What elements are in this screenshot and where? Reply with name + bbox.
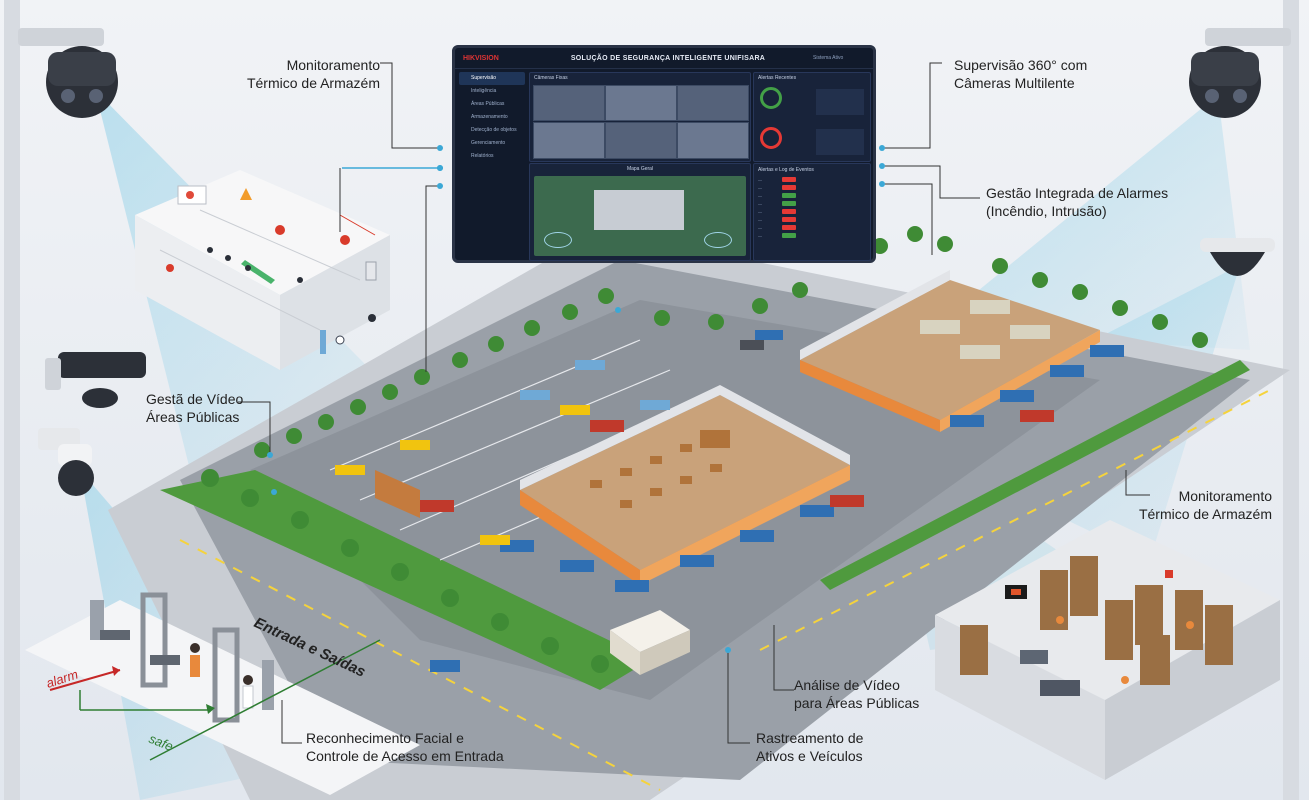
- site-map-panel: Mapa Geral: [529, 163, 751, 261]
- guard-house: [610, 610, 690, 675]
- security-dashboard-monitor: HIKVISION SOLUÇÃO DE SEGURANÇA INTELIGEN…: [452, 45, 876, 263]
- warehouse-interior-cutaway: [935, 520, 1280, 780]
- label-facial-recognition: Reconhecimento Facial e Controle de Aces…: [306, 729, 526, 765]
- connector-dots: [267, 145, 885, 653]
- site-map-view[interactable]: [534, 176, 746, 256]
- alarm-gauge: [760, 127, 782, 149]
- event-log-panel: Alertas e Log de Eventos — — — — — — — —: [753, 163, 871, 261]
- camera-feed[interactable]: [677, 122, 749, 159]
- event-log-title: Alertas e Log de Eventos: [758, 167, 814, 173]
- dashboard-menu-item[interactable]: Detecção de objetos: [471, 127, 517, 133]
- label-thermal-monitoring-top: Monitoramento Térmico de Armazém: [220, 56, 380, 92]
- label-line: Supervisão 360° com: [954, 57, 1088, 73]
- ptz-camera-icon: [38, 428, 94, 496]
- camera-grid-title: Câmeras Fixas: [534, 75, 568, 81]
- event-row[interactable]: —: [754, 200, 870, 208]
- green-strip-left: [160, 470, 650, 690]
- alarm-summary-title: Alertas Recentes: [758, 75, 797, 81]
- label-video-analysis: Análise de Vídeo para Áreas Públicas: [794, 676, 954, 712]
- label-line: Análise de Vídeo: [794, 677, 900, 693]
- label-line: Monitoramento: [286, 57, 380, 73]
- event-row[interactable]: —: [754, 184, 870, 192]
- beam-top-right: [930, 95, 1250, 350]
- label-line: Reconhecimento Facial e: [306, 730, 464, 746]
- alarm-summary-panel: Alertas Recentes: [753, 72, 871, 162]
- green-strip-right: [820, 360, 1250, 590]
- leader-lines: [238, 62, 1150, 744]
- label-asset-tracking: Rastreamento de Ativos e Veículos: [756, 729, 916, 765]
- camera-feed[interactable]: [677, 85, 749, 121]
- label-line: para Áreas Públicas: [794, 695, 920, 711]
- camera-feed[interactable]: [533, 85, 605, 121]
- label-line: Gestã de Vídeo: [146, 391, 244, 407]
- dashboard-menu-item[interactable]: Inteligência: [471, 88, 497, 94]
- dashboard-menu-item[interactable]: Relatórios: [471, 153, 494, 159]
- office-building-cutaway: [135, 165, 443, 370]
- event-row[interactable]: —: [754, 192, 870, 200]
- dashboard-status: Sistema Ativo: [813, 55, 844, 61]
- event-row[interactable]: —: [754, 224, 870, 232]
- camera-multilens-right-icon: [1189, 28, 1291, 118]
- label-line: Monitoramento: [1178, 488, 1272, 504]
- camera-feed[interactable]: [605, 85, 677, 121]
- dashboard-menu-item[interactable]: Armazenamento: [471, 114, 508, 120]
- label-line: Térmico de Armazém: [1138, 506, 1272, 522]
- tree-row: [201, 226, 1208, 673]
- alarm-gauge: [760, 87, 782, 109]
- label-thermal-monitoring-right: Monitoramento Térmico de Armazém: [1100, 487, 1272, 523]
- event-row[interactable]: —: [754, 232, 870, 240]
- dashboard-title: SOLUÇÃO DE SEGURANÇA INTELIGENTE UNIFISA…: [570, 54, 766, 62]
- dashboard-menu-item[interactable]: Áreas Públicas: [471, 101, 505, 107]
- left-pole: [4, 0, 20, 800]
- label-line: Rastreamento de: [756, 730, 864, 746]
- site-map-title: Mapa Geral: [626, 166, 654, 172]
- camera-feed[interactable]: [605, 122, 677, 159]
- camera-feed[interactable]: [533, 122, 605, 159]
- camera-multilens-left-icon: [18, 28, 118, 118]
- label-alarm-management: Gestão Integrada de Alarmes (Incêndio, I…: [986, 184, 1186, 220]
- event-row[interactable]: —: [754, 208, 870, 216]
- label-360-supervision: Supervisão 360° com Câmeras Multilente: [954, 56, 1134, 92]
- event-row[interactable]: —: [754, 176, 870, 184]
- dashboard-sidebar: Supervisão Inteligência Áreas Públicas A…: [459, 72, 525, 163]
- label-line: Gestão Integrada de Alarmes: [986, 185, 1169, 201]
- dashboard-brand: HIKVISION: [463, 54, 499, 62]
- dashboard-menu-item[interactable]: Gerenciamento: [471, 140, 506, 146]
- dual-bullet-camera-icon: [45, 352, 146, 408]
- label-public-video: Gestã de Vídeo Áreas Públicas: [146, 390, 266, 426]
- label-line: (Incêndio, Intrusão): [986, 203, 1107, 219]
- warehouse-right: [800, 270, 1100, 432]
- billboard: [375, 470, 420, 518]
- dashboard-header: HIKVISION SOLUÇÃO DE SEGURANÇA INTELIGEN…: [455, 48, 873, 69]
- dashboard-menu-item[interactable]: Supervisão: [459, 72, 525, 85]
- label-line: Áreas Públicas: [146, 409, 240, 425]
- entrance-gates: [25, 592, 420, 795]
- label-line: Ativos e Veículos: [756, 748, 863, 764]
- label-line: Câmeras Multilente: [954, 75, 1075, 91]
- right-pole: [1283, 0, 1299, 800]
- label-line: Térmico de Armazém: [246, 75, 380, 91]
- dome-camera-right-icon: [1200, 238, 1275, 276]
- label-line: Controle de Acesso em Entrada: [306, 748, 504, 764]
- truck-fleet: [335, 330, 1124, 672]
- camera-grid-panel: Câmeras Fixas: [529, 72, 751, 162]
- event-row[interactable]: —: [754, 216, 870, 224]
